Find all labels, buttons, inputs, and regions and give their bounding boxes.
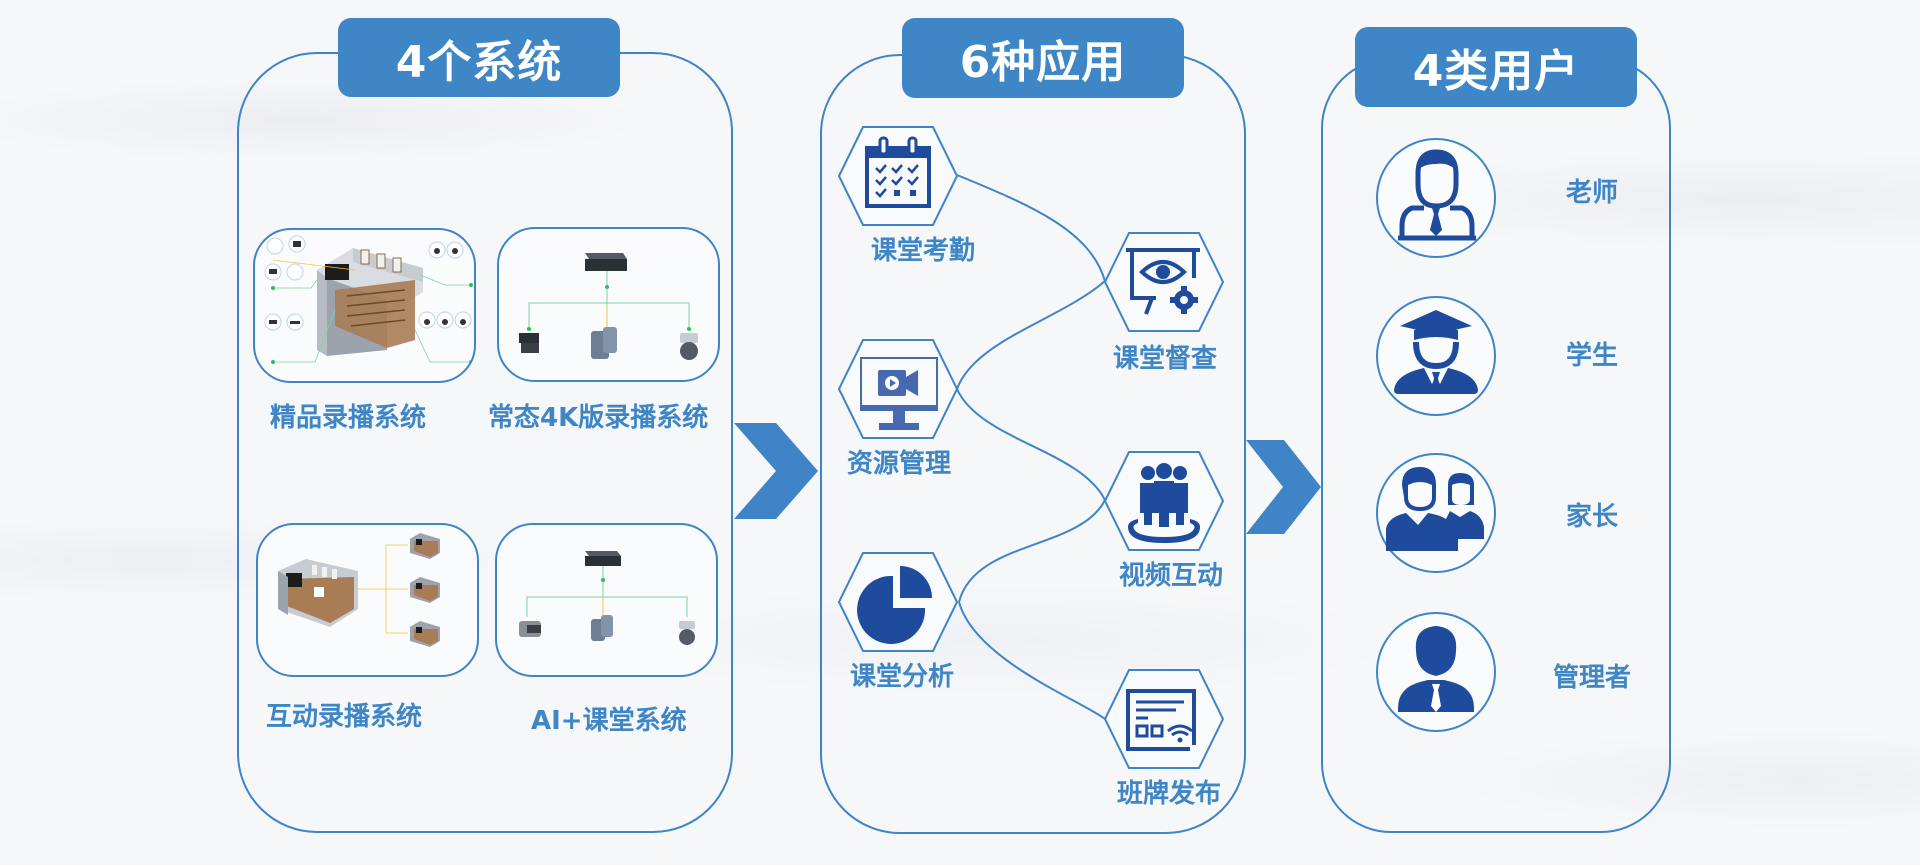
connector-analysis-signboard — [958, 601, 1106, 720]
device-topology-diagram — [519, 253, 698, 360]
app-label-analysis: 课堂分析 — [849, 662, 955, 692]
user-label-manager: 管理者 — [1552, 663, 1632, 693]
student-graduate-icon — [1394, 310, 1478, 394]
system-card-premium-recording[interactable] — [253, 228, 476, 383]
user-avatar-teacher[interactable] — [1376, 138, 1496, 258]
users-panel — [1321, 58, 1671, 833]
app-label-resource: 资源管理 — [846, 449, 952, 479]
parents-icon — [1386, 467, 1484, 551]
interactive-classrooms-diagram — [278, 533, 440, 647]
applications-panel-title: 6种应用 — [902, 18, 1184, 98]
group-people-icon — [1128, 463, 1200, 543]
chevron-right-icon — [734, 423, 818, 519]
app-hex-supervision[interactable] — [1104, 232, 1224, 332]
connector-resource-video — [956, 388, 1106, 501]
system-card-ai-classroom[interactable] — [495, 523, 718, 677]
ai-device-topology-diagram — [519, 551, 695, 645]
user-avatar-student[interactable] — [1376, 296, 1496, 416]
manager-icon — [1398, 626, 1474, 712]
monitor-video-icon — [860, 357, 938, 430]
calendar-check-icon — [865, 136, 931, 208]
classroom-recording-diagram — [264, 235, 473, 364]
app-hex-analysis[interactable] — [838, 552, 958, 652]
app-label-video-interaction: 视频互动 — [1118, 561, 1224, 591]
user-label-teacher: 老师 — [1565, 178, 1619, 208]
app-hex-video-interaction[interactable] — [1104, 451, 1224, 551]
presentation-eye-gear-icon — [1126, 248, 1200, 315]
user-avatar-manager[interactable] — [1376, 612, 1496, 732]
app-hex-resource[interactable] — [838, 339, 958, 439]
app-label-signboard: 班牌发布 — [1116, 779, 1222, 809]
systems-panel-title: 4个系统 — [338, 18, 620, 97]
system-card-4k-recording[interactable] — [497, 227, 720, 382]
user-label-student: 学生 — [1565, 341, 1619, 371]
app-hex-signboard[interactable] — [1104, 669, 1224, 769]
system-label-4k-recording: 常态4K版录播系统 — [488, 403, 709, 433]
system-label-interactive-recording: 互动录播系统 — [266, 702, 423, 732]
user-label-parent: 家长 — [1565, 502, 1619, 532]
teacher-icon — [1398, 149, 1476, 241]
app-label-attendance: 课堂考勤 — [870, 236, 976, 266]
pie-chart-icon — [857, 566, 932, 644]
connector-attendance-supervision — [956, 174, 1106, 282]
system-card-interactive-recording[interactable] — [256, 523, 479, 677]
users-panel-title: 4类用户 — [1355, 27, 1637, 107]
app-label-supervision: 课堂督查 — [1112, 344, 1218, 374]
app-hex-attendance[interactable] — [838, 126, 958, 226]
connector-analysis-video — [958, 499, 1106, 603]
chevron-right-icon — [1246, 440, 1321, 534]
connector-resource-supervision — [956, 280, 1106, 390]
system-label-ai-classroom: AI+课堂系统 — [531, 706, 687, 736]
signboard-wifi-icon — [1126, 689, 1196, 751]
user-avatar-parent[interactable] — [1376, 453, 1496, 573]
system-label-premium-recording: 精品录播系统 — [270, 403, 427, 433]
